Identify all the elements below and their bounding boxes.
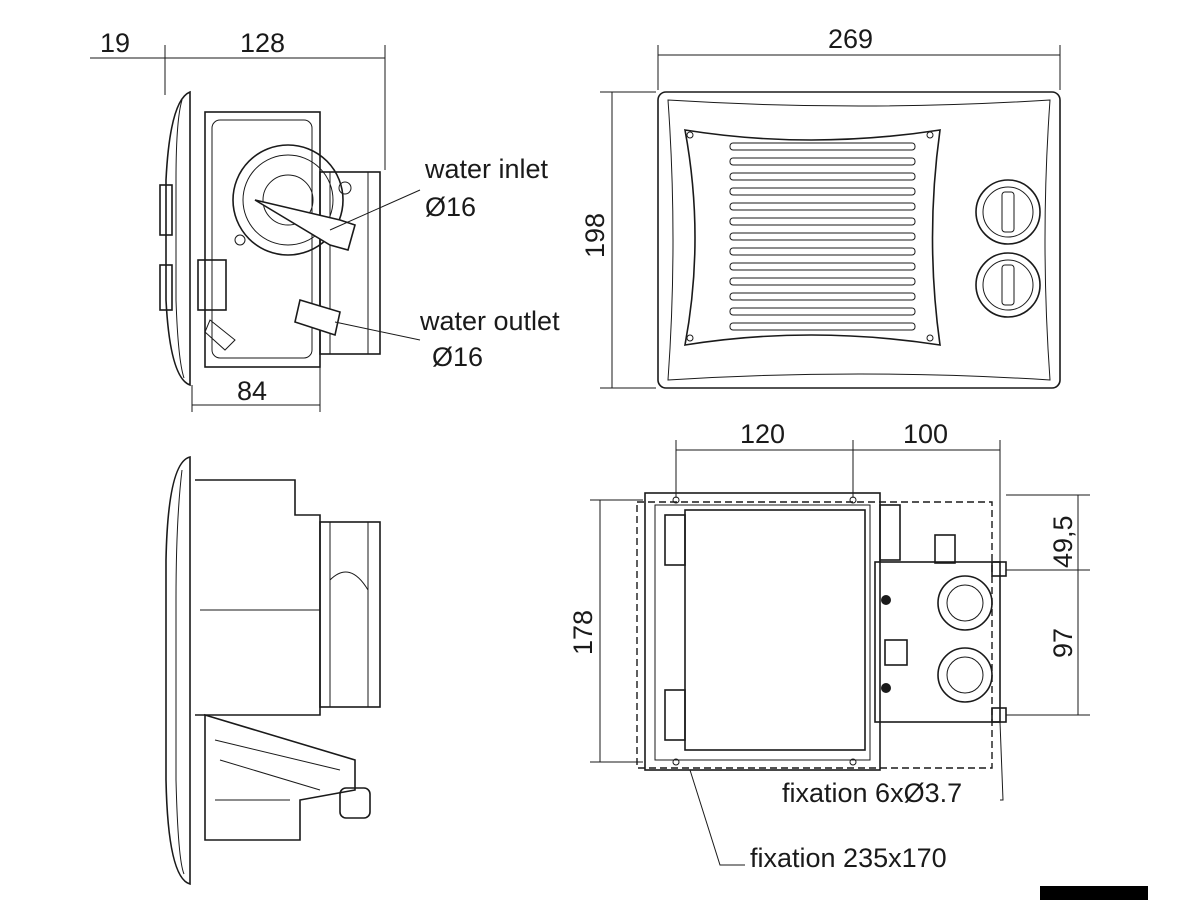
- side-view-bottom: [165, 455, 381, 886]
- dim-49-5: 49,5: [1048, 515, 1078, 568]
- grille-slots: [729, 142, 916, 331]
- black-bar: [1040, 886, 1148, 900]
- grille-slot: [729, 232, 916, 241]
- dim-19: 19: [100, 28, 130, 58]
- water-outlet-label: water outlet: [419, 306, 560, 336]
- dimension-lines-rear: [590, 440, 1090, 866]
- grille-slot: [729, 142, 916, 151]
- water-inlet-label: water inlet: [424, 154, 549, 184]
- grille-slot: [729, 202, 916, 211]
- grille-slot: [729, 307, 916, 316]
- dim-269: 269: [828, 24, 873, 54]
- fixation-size-label: fixation 235x170: [750, 843, 947, 873]
- dimension-lines-front: [600, 45, 1061, 389]
- grille-slot: [729, 217, 916, 226]
- grille-slot: [729, 247, 916, 256]
- grille-slot: [729, 172, 916, 181]
- dim-198: 198: [580, 213, 610, 258]
- grille-slot: [729, 292, 916, 301]
- rear-view: [636, 492, 1007, 771]
- dim-97: 97: [1048, 628, 1078, 658]
- fixation-holes-label: fixation 6xØ3.7: [782, 778, 962, 808]
- grille-slot: [729, 322, 916, 331]
- water-inlet-diameter: Ø16: [425, 192, 476, 222]
- grille-slot: [729, 277, 916, 286]
- dim-120: 120: [740, 419, 785, 449]
- dim-100: 100: [903, 419, 948, 449]
- dim-128: 128: [240, 28, 285, 58]
- grille-slot: [729, 187, 916, 196]
- front-view: [657, 91, 1061, 389]
- water-outlet-diameter: Ø16: [432, 342, 483, 372]
- grille-slot: [729, 262, 916, 271]
- grille-slot: [729, 157, 916, 166]
- dim-84: 84: [237, 376, 267, 406]
- dimension-lines-side-top: [90, 45, 421, 412]
- dim-178: 178: [568, 610, 598, 655]
- side-view-top: [159, 90, 381, 387]
